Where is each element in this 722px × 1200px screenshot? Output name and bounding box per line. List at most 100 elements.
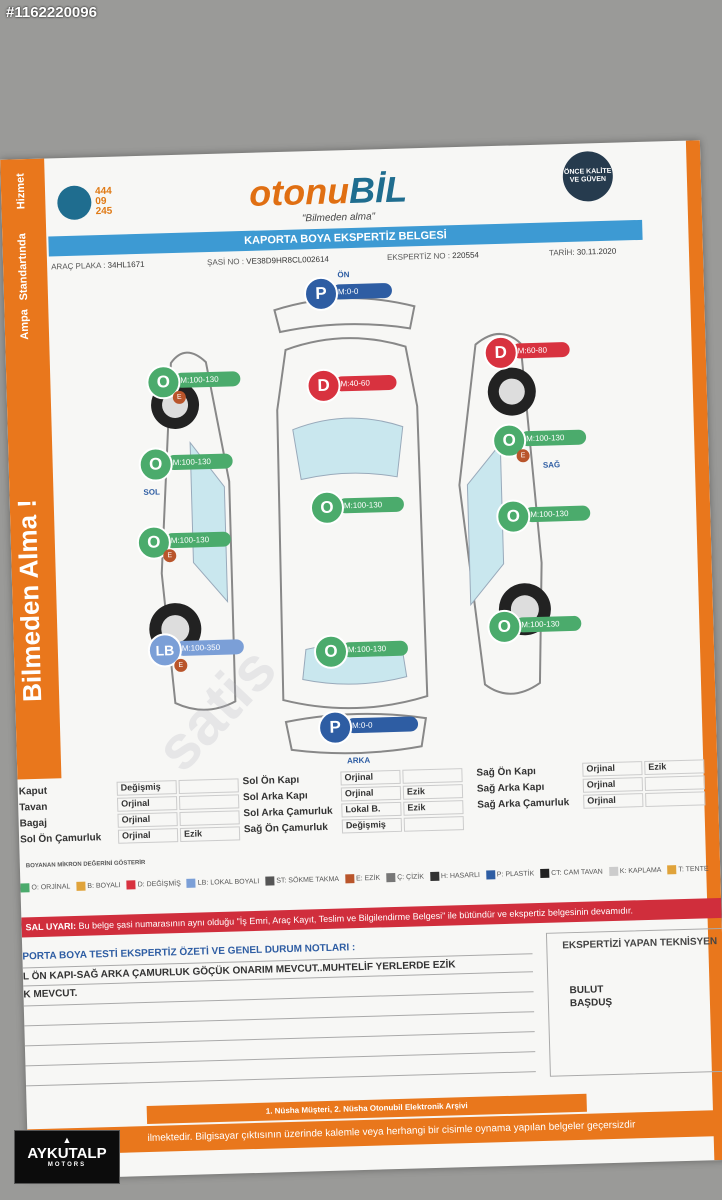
legend-swatch (608, 866, 618, 877)
right-side-outline (458, 332, 543, 695)
legend-item: H: HASARLI (429, 871, 480, 882)
badge-value: M:100-130 (341, 640, 409, 658)
brand-tagline: "Bilmeden alma" (301, 211, 376, 225)
chassis-value: VE38D9HR8CL002614 (246, 254, 330, 266)
rear-label: ARKA (346, 755, 371, 766)
legend-item: T: TENTE (667, 864, 709, 875)
badge-value: M:0-0 (331, 282, 393, 300)
part-extra (179, 810, 240, 827)
legend-item: B: BOYALI (76, 881, 121, 891)
part-extra (178, 794, 240, 811)
part-extra (645, 791, 706, 808)
divider (24, 1031, 535, 1047)
inspection-sheet: Hizmet Standartında Ampa Bilmeden Alma !… (0, 140, 722, 1180)
notes-line: K MEVCUT. (23, 987, 78, 1001)
left-label: SOL (143, 487, 161, 497)
report-value: 220554 (452, 250, 480, 261)
badge-value: M:100-130 (519, 429, 587, 447)
slogan-vertical: Bilmeden Alma ! (11, 498, 48, 703)
legend-swatch (386, 873, 396, 883)
legend: O: ORJİNAL B: BOYALI D: DEĞİŞMİŞ LB: LOK… (20, 864, 720, 893)
date-label: TARİH: (548, 247, 575, 258)
part-extra (644, 775, 705, 792)
phone-number: 444 09 245 (94, 185, 113, 218)
part-extra: Ezik (644, 759, 705, 776)
right-label: SAĞ (542, 460, 561, 470)
company-logo-icon (56, 185, 92, 221)
badge-value: M:100-130 (166, 453, 233, 471)
windshield (292, 417, 404, 481)
legend-swatch (265, 876, 275, 886)
warning-prefix: SAL UYARI: (25, 920, 77, 933)
dealer-logo: ▲ AYKUTALP MOTORS (14, 1130, 120, 1184)
legend-swatch (540, 868, 550, 878)
brand-logo: otonuBİL (249, 168, 408, 214)
date-value: 30.11.2020 (576, 246, 617, 257)
part-extra: Ezik (402, 784, 464, 800)
legend-item: Ç: ÇİZİK (386, 872, 424, 883)
technician-first-name: BULUT (569, 984, 604, 997)
chassis-info: ŞASİ NO : VE38D9HR8CL002614 (207, 255, 329, 267)
quality-seal-icon: ÖNCE KALİTE VE GÜVEN (562, 150, 614, 203)
legend-item: E: EZİK (344, 873, 380, 884)
legend-swatch (485, 870, 495, 880)
badge-value: M:100-130 (524, 505, 591, 523)
part-status: Lokal B. (341, 801, 402, 818)
legend-item: K: KAPLAMA (608, 866, 662, 877)
part-name: Sol Ön Çamurluk (19, 831, 102, 845)
badge-value: M:40-60 (334, 374, 397, 392)
chassis-label: ŞASİ NO : (206, 257, 245, 268)
legend-item: P: PLASTİK (485, 869, 535, 880)
report-label: EKSPERTİZ NO : (386, 251, 451, 263)
legend-swatch (186, 878, 196, 888)
legend-heading: BOYANAN MİKRON DEĞERİNİ GÖSTERİR (25, 859, 146, 870)
legend-swatch (126, 880, 136, 890)
side-strip-item: Ampa (18, 308, 32, 340)
part-status: Orjinal (117, 812, 178, 828)
badge-value: M:100-130 (337, 496, 405, 514)
part-status: Orjinal (340, 769, 401, 786)
legend-item: LB: LOKAL BOYALI (186, 877, 260, 888)
plate-value: 34HL1671 (107, 259, 145, 270)
badge-value: M:100-130 (164, 531, 232, 549)
legend-item: CT: CAM TAVAN (540, 867, 603, 878)
badge-value: M:100-130 (515, 615, 582, 633)
part-name: Sağ Arka Çamurluk (477, 796, 570, 811)
report-info: EKSPERTİZ NO : 220554 (387, 250, 479, 262)
badge-value: M:100-130 (174, 371, 241, 388)
legend-item: O: ORJİNAL (20, 882, 70, 893)
legend-swatch (20, 883, 30, 893)
part-status: Orjinal (582, 761, 643, 777)
part-extra (402, 768, 463, 784)
part-status: Değişmiş (341, 817, 403, 834)
part-status: Orjinal (583, 793, 644, 809)
legend-swatch (344, 874, 355, 884)
legend-swatch (76, 881, 86, 891)
front-label: ÖN (337, 270, 350, 280)
legend-item: ST: SÖKME TAKMA (265, 875, 339, 886)
part-extra: Ezik (403, 800, 464, 816)
side-strip-item: Standartında (16, 233, 31, 301)
badge-value: M:0-0 (345, 716, 419, 734)
part-extra (403, 816, 465, 832)
side-strip-item: Hizmet (14, 173, 28, 210)
dealer-sub: MOTORS (47, 1162, 87, 1168)
right-side-window (466, 442, 505, 607)
part-name: Sağ Ön Çamurluk (243, 821, 328, 835)
brand-name-accent: BİL (348, 168, 408, 212)
divider (25, 1071, 536, 1087)
part-status: Orjinal (582, 777, 644, 793)
front-bumper-outline (273, 297, 416, 334)
plate-info: ARAÇ PLAKA : 34HL1671 (51, 260, 145, 272)
warning-text: Bu belge şasi numarasının aynı olduğu "İ… (78, 905, 634, 931)
left-side-outline (160, 351, 237, 711)
divider (25, 1051, 536, 1067)
badge-value: M:60-80 (511, 341, 570, 359)
part-extra: Ezik (179, 826, 241, 843)
top-view-outline (276, 337, 429, 710)
technician-last-name: BAŞDUŞ (569, 997, 613, 1010)
dealer-name: AYKUTALP (27, 1145, 107, 1162)
